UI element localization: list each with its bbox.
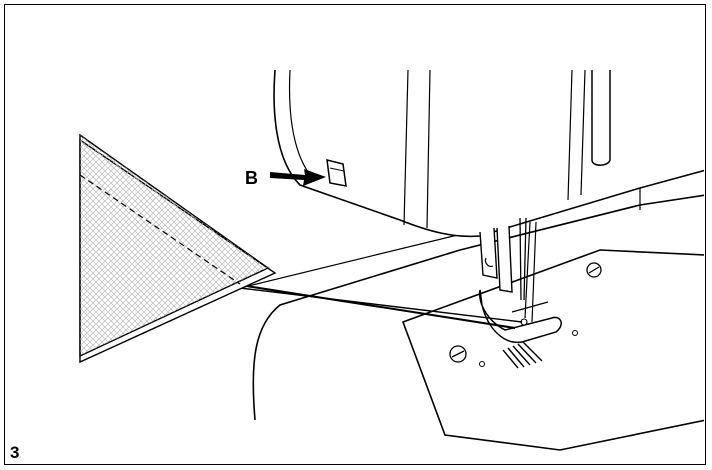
machine-head-edge-e <box>580 69 586 196</box>
callout-arrow <box>270 169 326 186</box>
machine-head-edge-a <box>288 69 311 176</box>
needle-plate <box>401 249 704 451</box>
machine-head-edge-c <box>426 69 431 229</box>
threads <box>239 221 537 329</box>
take-up-lever <box>591 70 611 166</box>
machine-head-edge-b <box>403 69 409 226</box>
needle-plate-screw-left <box>449 345 467 363</box>
callout-label-b: B <box>245 168 258 188</box>
fabric <box>79 133 277 364</box>
machine-head <box>273 6 704 238</box>
machine-head-edge-d <box>567 69 573 201</box>
seam-line <box>79 174 241 285</box>
presser-foot-assembly <box>478 225 562 344</box>
machine-bed-front-edge <box>239 231 471 289</box>
needle-plate-hole <box>479 361 485 367</box>
needle <box>519 217 527 301</box>
reverse-button <box>326 159 347 187</box>
needle-plate-screw-right <box>586 262 602 278</box>
feed-dogs <box>502 341 543 369</box>
needle-plate-hole <box>572 330 578 336</box>
step-number: 3 <box>10 443 19 462</box>
